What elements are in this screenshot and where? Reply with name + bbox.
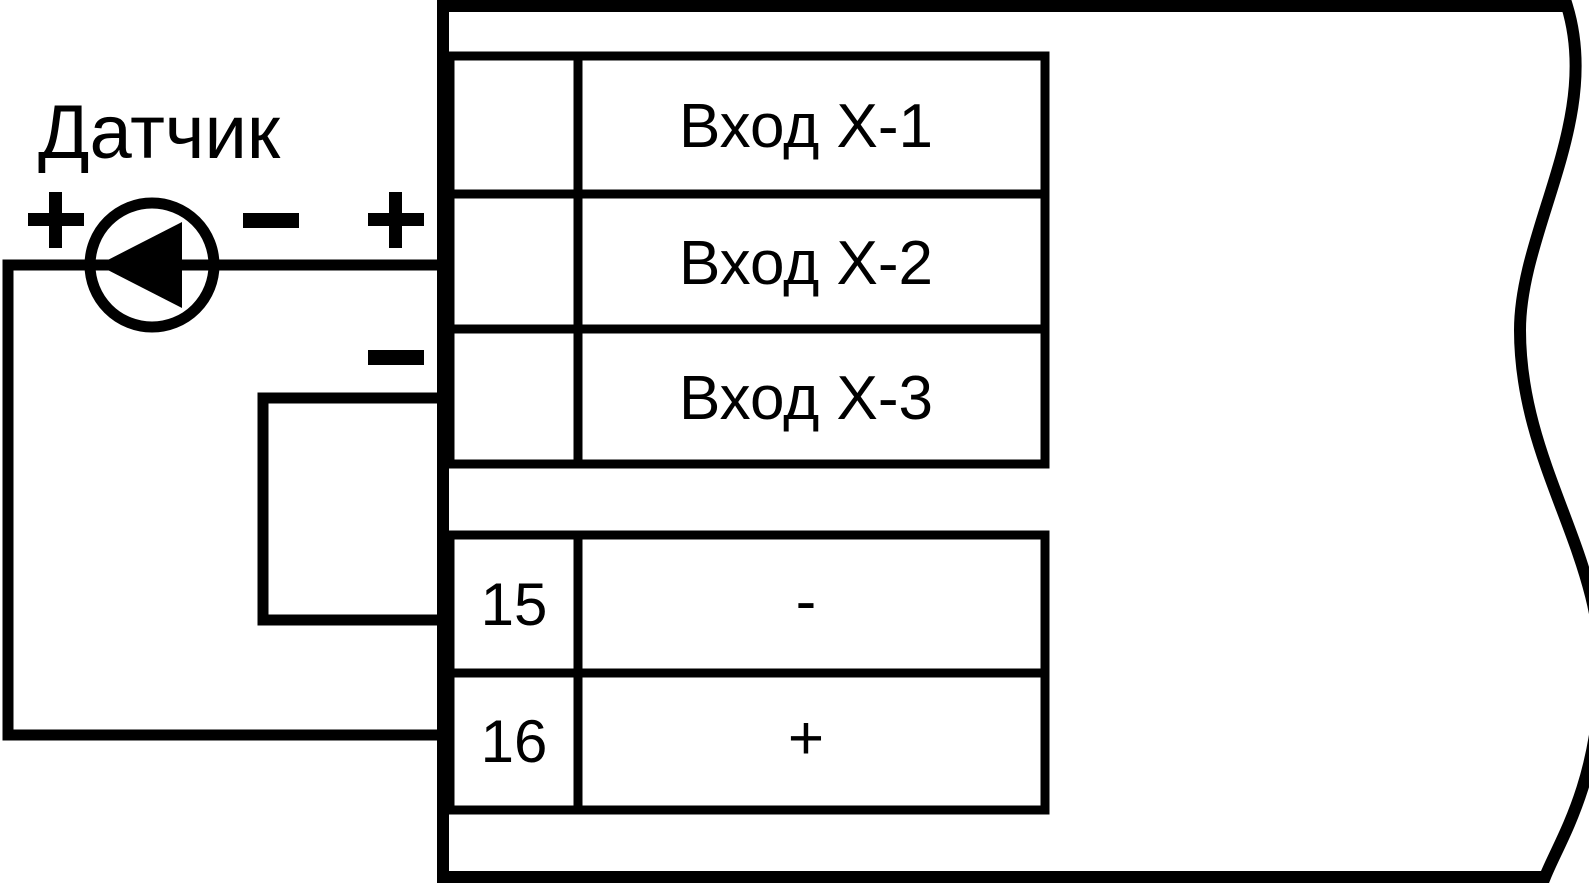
input-row-2-label: Вход X-2 [679, 229, 933, 298]
power-row-16-outline [445, 668, 1050, 815]
minus-sign-source-right [243, 213, 299, 228]
current-source-circle [84, 197, 220, 333]
input-row-1-label: Вход X-1 [679, 92, 933, 161]
plus-sign-panel-input [368, 192, 424, 248]
input-row-3-outline [445, 324, 1050, 469]
wire-loop-to-terminal-15 [257, 392, 443, 626]
current-source-arrow-head [98, 222, 182, 308]
plus-sign-source-left [28, 192, 84, 248]
power-row-15-number: 15 [481, 571, 548, 638]
power-row-15-label: - [796, 567, 817, 636]
minus-sign-panel-input [368, 350, 424, 365]
wire-source-loop-to-terminal-16 [2, 259, 443, 741]
power-row-16-number: 16 [481, 708, 548, 775]
device-label: Датчик [38, 90, 281, 175]
input-row-3-label: Вход X-3 [679, 364, 933, 433]
power-row-16-label: + [788, 704, 824, 773]
device-panel-outline [437, 0, 1589, 883]
